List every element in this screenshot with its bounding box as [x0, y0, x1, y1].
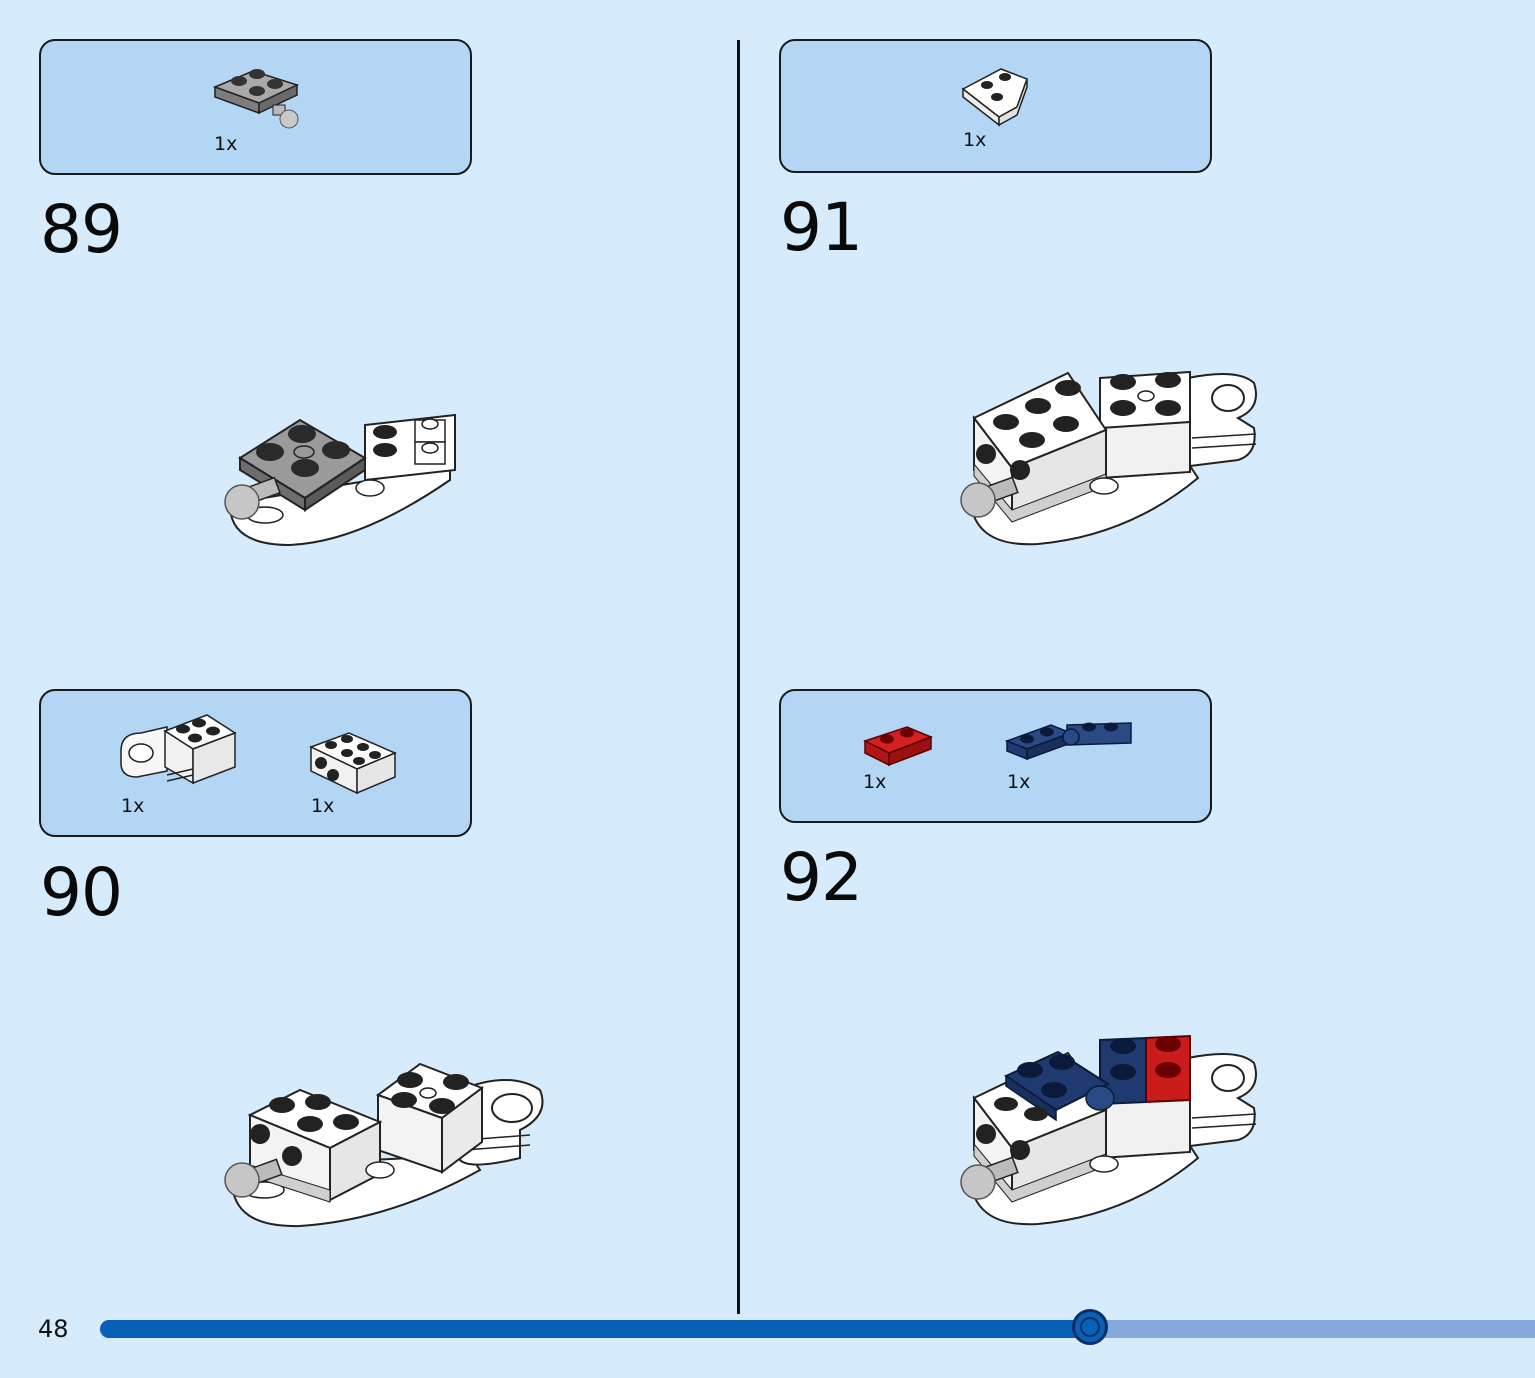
part-quantity: 1x: [311, 795, 335, 817]
step-number: 90: [40, 854, 123, 931]
red-plate-1x2-icon: [863, 726, 933, 767]
part-quantity: 1x: [121, 795, 145, 817]
part-quantity: 1x: [1007, 771, 1031, 793]
part-quantity: 1x: [963, 129, 987, 151]
part-quantity: 1x: [863, 771, 887, 793]
page-number: 48: [38, 1315, 69, 1343]
part-quantity: 1x: [214, 133, 238, 155]
parts-box-step-90: 1x 1x: [39, 689, 472, 837]
step-number: 92: [780, 839, 863, 916]
build-assembly-step-92: [960, 1034, 1257, 1226]
parts-box-step-89: 1x: [39, 39, 472, 175]
step-number: 91: [780, 189, 863, 266]
white-hinge-brick-icon: [120, 714, 237, 785]
parts-box-step-92: 1x 1x: [779, 689, 1212, 823]
dark-blue-hinge-plate-icon: [1005, 722, 1132, 761]
build-assembly-step-89: [224, 413, 456, 547]
progress-fill: [100, 1320, 1091, 1338]
progress-bar: [100, 1320, 1535, 1338]
progress-indicator-knob: [1072, 1309, 1109, 1345]
build-assembly-step-91: [960, 370, 1257, 546]
gray-plate-2x2-with-ball-icon: [213, 69, 300, 129]
white-brick-with-side-studs-icon: [309, 732, 397, 795]
parts-box-step-91: 1x: [779, 39, 1212, 173]
build-assembly-step-90: [224, 1062, 544, 1228]
white-wedge-plate-icon: [961, 68, 1028, 127]
column-divider: [737, 40, 740, 1314]
step-number: 89: [40, 191, 123, 268]
